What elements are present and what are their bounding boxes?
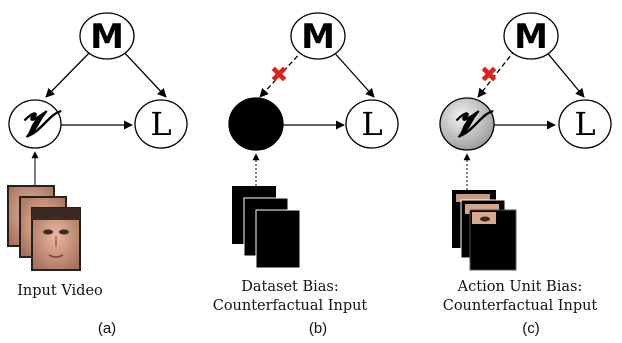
caption-c-line-1: Action Unit Bias: [457, 279, 583, 295]
caption-a-line-1: Input Video [17, 283, 103, 299]
edge-m-v-blocked [259, 49, 304, 98]
edge-m-v [45, 49, 93, 98]
black-frames-image [232, 186, 301, 269]
caption-c-line-2: Counterfactual Input [443, 298, 598, 314]
node-l-label: L [574, 105, 595, 143]
node-l-label: L [361, 105, 382, 143]
blocked-cross-icon: ✖ [480, 63, 498, 88]
panel-c: ✖ M 𝓥 L Action Unit Bias: Counterfactual… [439, 12, 612, 337]
blocked-cross-icon: ✖ [270, 63, 288, 88]
node-m [503, 12, 559, 60]
panel-tag-b: (b) [309, 320, 327, 337]
face-frames-image [7, 185, 81, 271]
node-m-label: M [90, 17, 124, 57]
edge-m-v-blocked [477, 49, 516, 98]
node-l-label: L [150, 105, 171, 143]
node-v-black [228, 97, 284, 151]
masked-frames-image [452, 190, 517, 271]
edge-m-l [331, 49, 375, 98]
panel-a: M 𝓥 L Input Video (a) [7, 12, 188, 337]
node-v-grey [439, 97, 495, 151]
caption-b-line-2: Counterfactual Input [213, 298, 368, 314]
panel-b: ✖ M L Dataset Bias: Counterfactual Input… [213, 12, 399, 337]
panel-tag-c: (c) [522, 320, 540, 337]
node-l [134, 99, 188, 149]
node-m [290, 12, 346, 60]
panel-tag-a: (a) [98, 320, 116, 337]
node-m-label: M [514, 17, 548, 57]
node-l [558, 99, 612, 149]
edge-m-l [544, 49, 585, 98]
caption-b-line-1: Dataset Bias: [241, 279, 338, 295]
node-l [345, 99, 399, 149]
node-v [8, 99, 62, 149]
edge-m-l [121, 49, 167, 98]
node-m [79, 12, 135, 60]
node-m-label: M [301, 17, 335, 57]
